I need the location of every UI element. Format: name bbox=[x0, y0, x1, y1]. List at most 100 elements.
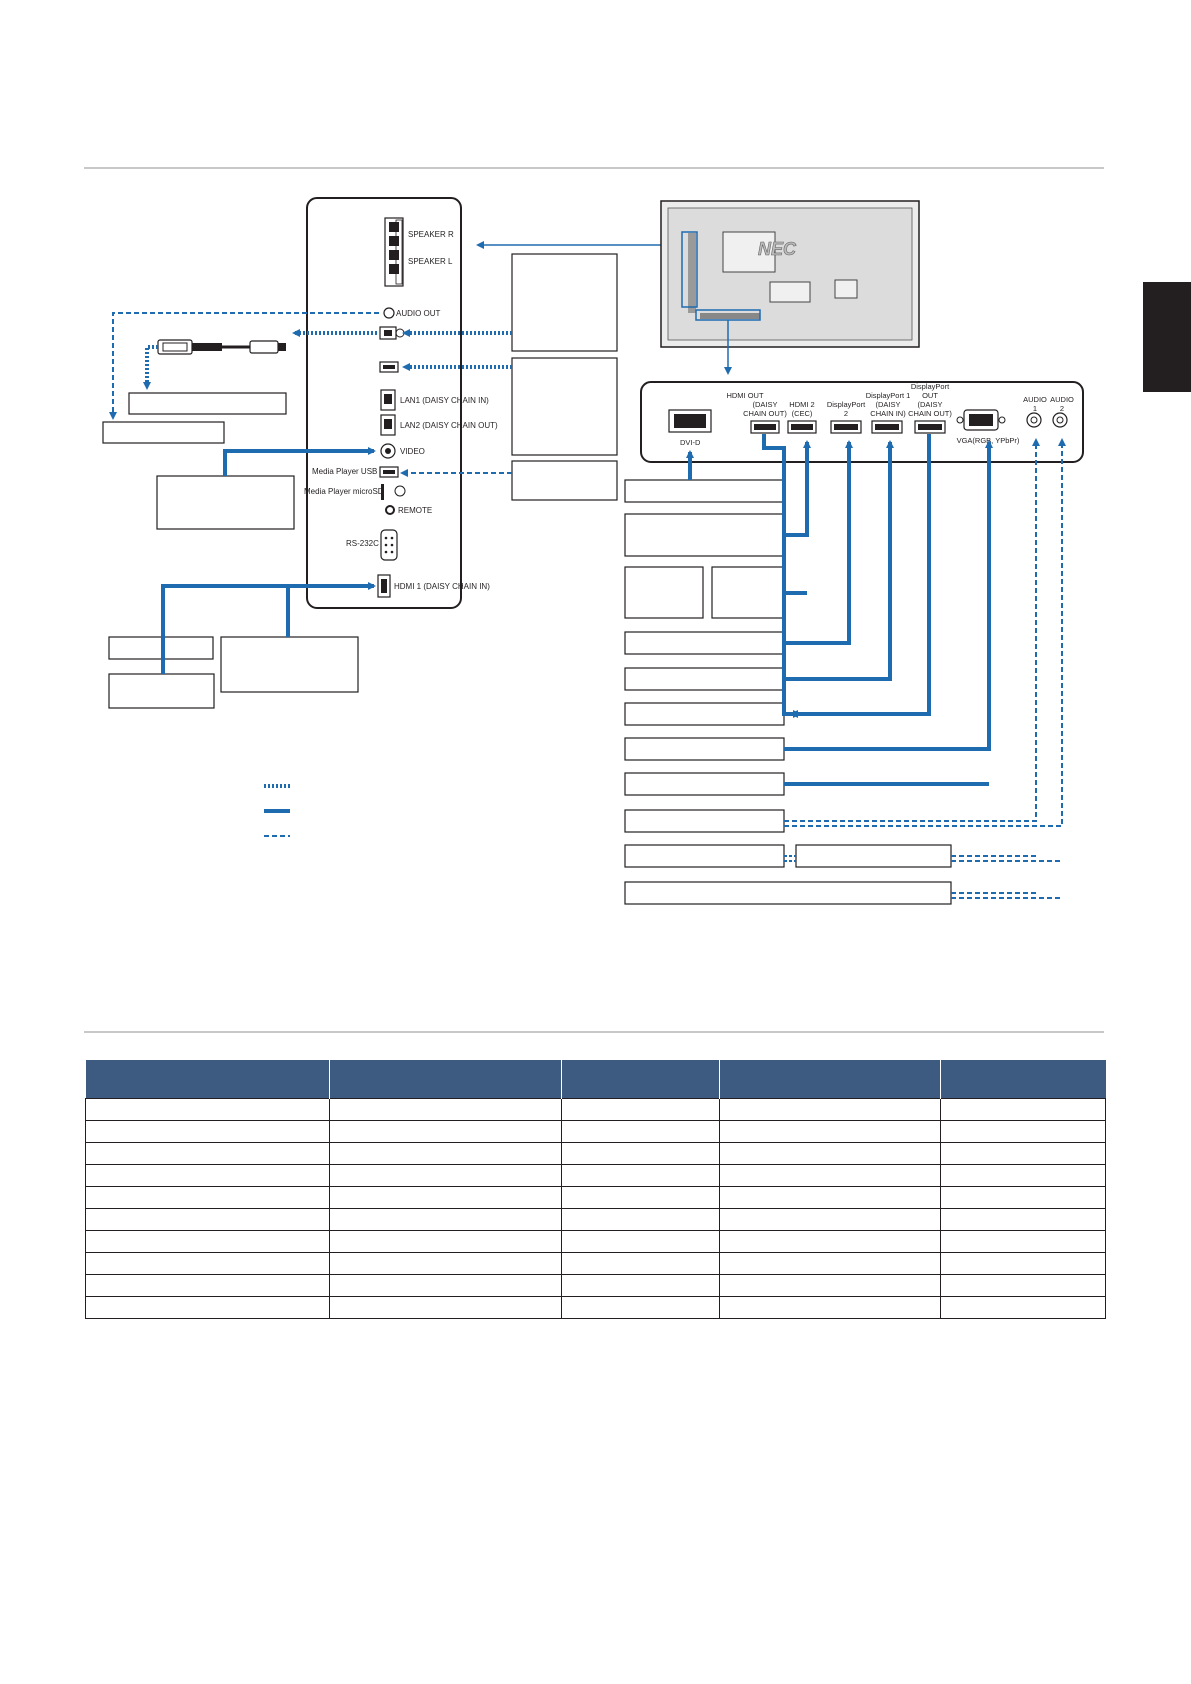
cable-displayport1 bbox=[784, 440, 894, 681]
table-cell bbox=[940, 1208, 1106, 1231]
section-divider-top bbox=[84, 167, 1104, 169]
table-cell bbox=[85, 1208, 330, 1231]
table-cell bbox=[561, 1274, 720, 1297]
table-header-row bbox=[85, 1060, 1106, 1099]
table-cell bbox=[329, 1186, 562, 1209]
table-row bbox=[85, 1142, 1106, 1165]
hdmi-out-label-3: CHAIN OUT) bbox=[743, 409, 787, 418]
audio1-label-1: AUDIO bbox=[1023, 395, 1047, 404]
table-cell bbox=[85, 1120, 330, 1143]
device-box bbox=[624, 737, 785, 761]
table-cell bbox=[719, 1274, 941, 1297]
table-cell bbox=[719, 1120, 941, 1143]
vga-port-icon bbox=[956, 409, 1006, 431]
cable-audio-out bbox=[109, 312, 379, 420]
table-header-cell bbox=[85, 1060, 330, 1099]
table-cell bbox=[719, 1296, 941, 1319]
connection-table bbox=[85, 1060, 1106, 1319]
table-cell bbox=[940, 1164, 1106, 1187]
table-row bbox=[85, 1120, 1106, 1143]
speaker-r-label: SPEAKER R bbox=[408, 230, 454, 239]
video-label: VIDEO bbox=[400, 447, 425, 456]
table-body bbox=[85, 1098, 1106, 1319]
table-cell bbox=[719, 1142, 941, 1165]
hdmi2-label-1: HDMI 2 bbox=[789, 400, 814, 409]
table-cell bbox=[940, 1252, 1106, 1275]
table-cell bbox=[561, 1186, 720, 1209]
displayport1-label-3: CHAIN IN) bbox=[870, 409, 906, 418]
cable-video bbox=[223, 447, 376, 476]
table-cell bbox=[940, 1098, 1106, 1121]
table-cell bbox=[940, 1186, 1106, 1209]
table-cell bbox=[719, 1230, 941, 1253]
cable-audio1 bbox=[784, 438, 1040, 822]
device-box bbox=[220, 636, 359, 693]
connection-diagram: SPEAKER R SPEAKER L AUDIO OUT LAN1 (DAIS… bbox=[102, 197, 1084, 905]
section-divider-bottom bbox=[84, 1031, 1104, 1033]
table-cell bbox=[85, 1098, 330, 1121]
table-row bbox=[85, 1230, 1106, 1253]
table-row bbox=[85, 1164, 1106, 1187]
displayport1-label-1: DisplayPort 1 bbox=[866, 391, 911, 400]
device-box bbox=[624, 667, 785, 691]
hdmi1-port-icon bbox=[377, 574, 391, 598]
lan2-label: LAN2 (DAISY CHAIN OUT) bbox=[400, 421, 498, 430]
audio2-label-1: AUDIO bbox=[1050, 395, 1074, 404]
table-row bbox=[85, 1208, 1106, 1231]
table-cell bbox=[719, 1252, 941, 1275]
table-cell bbox=[329, 1296, 562, 1319]
device-box bbox=[624, 844, 785, 868]
table-cell bbox=[561, 1120, 720, 1143]
audio-out-label: AUDIO OUT bbox=[396, 309, 441, 318]
device-box bbox=[156, 475, 295, 530]
table-cell bbox=[940, 1296, 1106, 1319]
table-cell bbox=[719, 1208, 941, 1231]
table-cell bbox=[85, 1142, 330, 1165]
rs232c-label: RS-232C bbox=[346, 539, 379, 548]
cable-displayport-out bbox=[790, 434, 931, 718]
table-cell bbox=[329, 1120, 562, 1143]
displayport-out-label-3: (DAISY bbox=[917, 400, 942, 409]
table-row bbox=[85, 1186, 1106, 1209]
microsd-slot-icon bbox=[381, 484, 384, 500]
device-box bbox=[128, 392, 287, 415]
hdmi2-port-icon bbox=[787, 420, 817, 434]
hdmi-out-port-icon bbox=[750, 420, 780, 434]
table-cell bbox=[329, 1230, 562, 1253]
device-box bbox=[624, 881, 952, 905]
usb-service-port-icon bbox=[379, 326, 405, 340]
table-cell bbox=[85, 1230, 330, 1253]
cable-displayport2 bbox=[784, 440, 853, 645]
device-box bbox=[511, 357, 618, 456]
audio-out-jack-icon bbox=[383, 307, 395, 319]
displayport1-port-icon bbox=[871, 420, 903, 434]
usb-port-icon bbox=[379, 361, 399, 373]
device-box bbox=[624, 772, 785, 796]
table-cell bbox=[940, 1274, 1106, 1297]
device-box bbox=[511, 253, 618, 352]
cable-usb-to-device bbox=[143, 345, 158, 390]
device-box bbox=[711, 566, 785, 619]
table-cell bbox=[719, 1186, 941, 1209]
displayport2-port-icon bbox=[830, 420, 862, 434]
media-player-microsd-label: Media Player microSD bbox=[304, 487, 384, 496]
table-cell bbox=[329, 1098, 562, 1121]
table-cell bbox=[329, 1274, 562, 1297]
cable-legend bbox=[264, 784, 290, 837]
audio1-label-2: 1 bbox=[1033, 404, 1037, 413]
table-cell bbox=[85, 1186, 330, 1209]
device-box bbox=[624, 566, 704, 619]
table-cell bbox=[719, 1164, 941, 1187]
table-cell bbox=[85, 1296, 330, 1319]
lan1-label: LAN1 (DAISY CHAIN IN) bbox=[400, 396, 489, 405]
table-cell bbox=[561, 1208, 720, 1231]
table-cell bbox=[329, 1252, 562, 1275]
table-header-cell bbox=[561, 1060, 720, 1099]
dvi-d-port-icon bbox=[668, 409, 712, 433]
displayport2-label-2: 2 bbox=[844, 409, 848, 418]
device-box bbox=[102, 421, 225, 444]
cable-hdmi-out bbox=[762, 434, 801, 718]
table-cell bbox=[85, 1252, 330, 1275]
table-row bbox=[85, 1252, 1106, 1275]
table-row bbox=[85, 1296, 1106, 1319]
